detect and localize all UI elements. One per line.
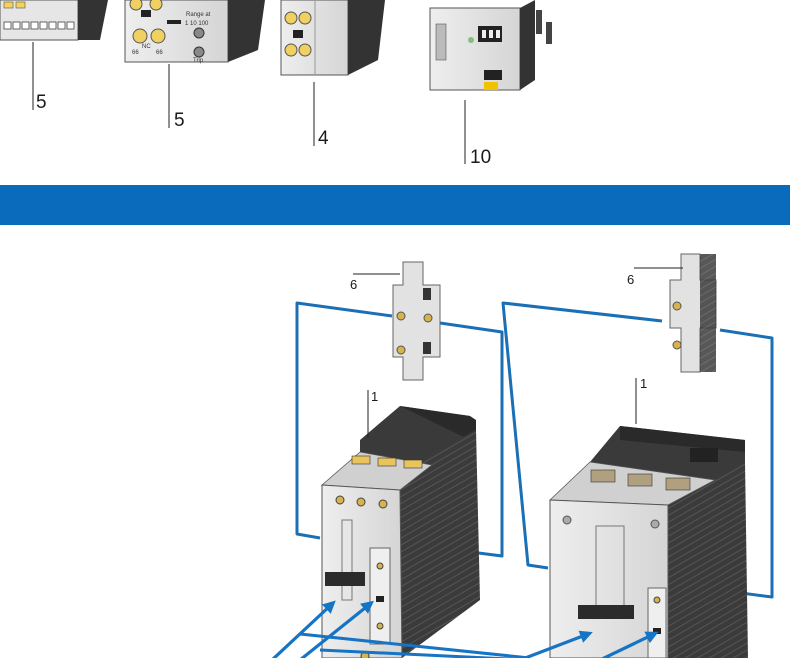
contactor-left <box>321 390 480 658</box>
part-aux-contact-block <box>0 0 108 110</box>
part-electronic-module <box>429 0 552 164</box>
callout-aux-right: 6 <box>627 272 634 287</box>
callout-contactor-left: 1 <box>371 389 378 404</box>
svg-text:66: 66 <box>156 50 163 56</box>
assembly-guide-lines <box>299 632 531 658</box>
part-label: 5 <box>36 92 47 113</box>
part-label: 4 <box>318 128 329 149</box>
callout-aux-left: 6 <box>350 277 357 292</box>
callout-contactor-right: 1 <box>640 376 647 391</box>
svg-text:66: 66 <box>132 50 139 56</box>
svg-text:Range at: Range at <box>186 12 211 18</box>
part-auxiliary-contact <box>280 0 385 146</box>
svg-text:1 10 100: 1 10 100 <box>185 21 209 27</box>
assembly-arrows <box>271 600 659 658</box>
aux-contact-right <box>634 253 717 373</box>
part-overload-relay: Range at 1 10 100 NC 66 66 Trip <box>124 0 265 128</box>
part-label: 10 <box>470 147 491 168</box>
svg-text:NC: NC <box>142 44 151 50</box>
blue-banner <box>0 185 790 225</box>
aux-contact-left <box>353 261 441 381</box>
part-label: 5 <box>174 110 185 131</box>
svg-text:Trip: Trip <box>193 58 204 64</box>
contactor-right <box>549 378 748 658</box>
